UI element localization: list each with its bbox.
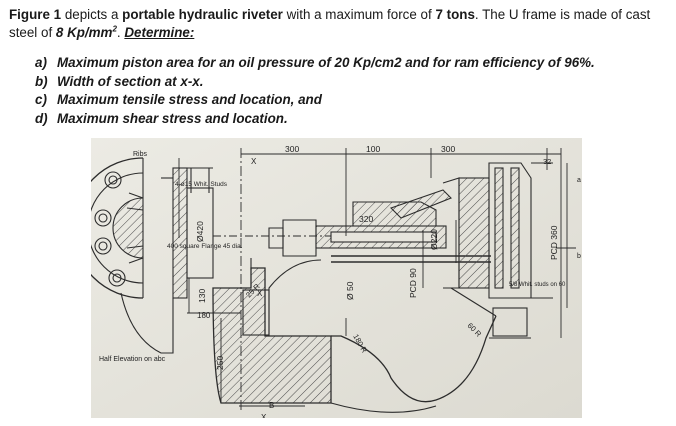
dim-320: 320 xyxy=(359,214,373,224)
bolt-hole xyxy=(94,209,112,227)
dim-220: Ø220 xyxy=(429,229,439,250)
question-item: b)Width of section at x-x. xyxy=(35,73,204,89)
figure-ref: Figure 1 xyxy=(9,7,62,22)
label-b: B xyxy=(269,401,274,410)
dim-300-right: 300 xyxy=(441,144,455,154)
half-elevation-view xyxy=(72,157,174,354)
bolt-hole xyxy=(108,269,126,287)
bolt-hole xyxy=(94,237,112,255)
left-flange xyxy=(161,167,214,299)
bolt-hole xyxy=(104,171,122,189)
riveter-drawing: 300 100 300 32 320 a b Ribs 4-ø15 Whit. … xyxy=(72,138,582,422)
label-x-top: X xyxy=(251,157,257,166)
dim-100: 100 xyxy=(366,144,380,154)
ribs-label: Ribs xyxy=(133,151,148,158)
riveter-term: portable hydraulic riveter xyxy=(122,7,283,22)
right-end-assembly xyxy=(442,162,553,339)
dim-32: 32 xyxy=(543,157,551,166)
pcd-360: PCD 360 xyxy=(549,225,559,260)
half-elevation-label: Half Elevation on abc xyxy=(99,356,166,363)
whit-studs-right-label: 5/8 Whit. studs on 60 xyxy=(509,282,566,288)
pcd-90: PCD 90 xyxy=(408,268,418,298)
label-x-bot: X xyxy=(261,413,267,418)
label-x-mid: X xyxy=(257,289,263,298)
dim-50: Ø 50 xyxy=(345,281,355,300)
dim-420: Ø420 xyxy=(195,221,205,242)
dim-250: 250 xyxy=(215,356,225,370)
question-item: d)Maximum shear stress and location. xyxy=(35,110,288,126)
studs-label: 4-ø15 Whit. Studs xyxy=(175,181,228,188)
ram-cylinder xyxy=(213,189,491,263)
determine-heading: Determine: xyxy=(124,25,195,40)
label-b-small: b xyxy=(577,253,581,260)
dim-130: 130 xyxy=(197,289,207,303)
drawing-svg: 300 100 300 32 320 a b Ribs 4-ø15 Whit. … xyxy=(72,138,582,422)
dim-180: 180 xyxy=(197,311,211,320)
dimension-lines xyxy=(178,148,576,413)
u-frame xyxy=(212,258,497,413)
problem-statement: Figure 1 depicts a portable hydraulic ri… xyxy=(9,7,651,40)
question-item: c)Maximum tensile stress and location, a… xyxy=(35,92,322,107)
flange-label: 400 square Flange 45 dia. xyxy=(167,243,243,250)
force-value: 7 tons xyxy=(435,7,475,22)
label-a: a xyxy=(577,177,581,184)
question-list: a)Maximum piston area for an oil pressur… xyxy=(35,54,595,128)
stress-value: 8 Kp/mm2 xyxy=(55,24,117,40)
paper-background xyxy=(91,138,582,418)
dim-300-left: 300 xyxy=(285,144,299,154)
question-item: a)Maximum piston area for an oil pressur… xyxy=(35,55,595,70)
